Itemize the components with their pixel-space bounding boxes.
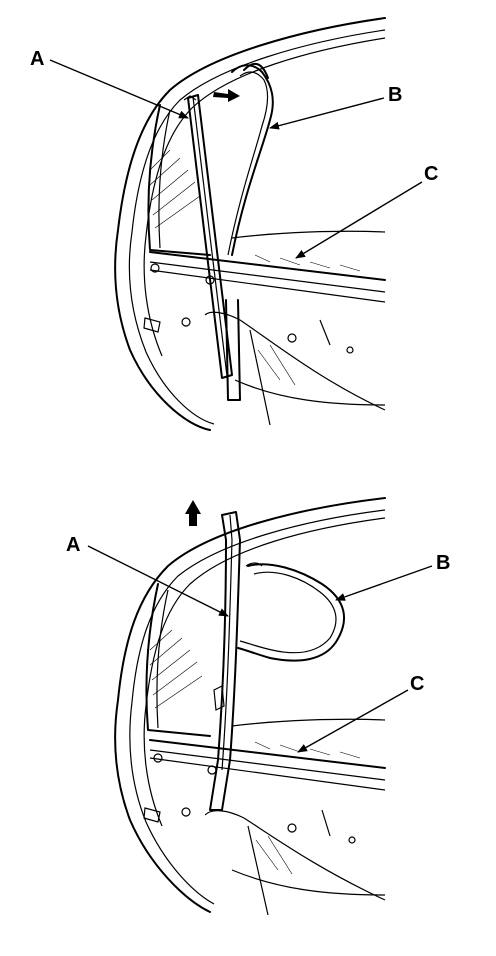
weatherstrip-b xyxy=(227,62,274,256)
pull-arrow-right xyxy=(213,89,240,102)
leader-c-bottom xyxy=(297,689,409,753)
top-figure: A B C xyxy=(30,17,438,431)
callout-a-bottom: A xyxy=(66,534,80,556)
door-inner-panel xyxy=(143,263,386,426)
weatherstrip-b-bottom xyxy=(237,562,345,662)
weatherstrip-a-bottom xyxy=(209,511,241,811)
weatherstrip-a xyxy=(183,94,241,401)
door-inner-panel-bottom xyxy=(143,753,386,916)
leader-a-bottom xyxy=(87,545,229,617)
leader-b-top xyxy=(269,97,385,130)
pull-arrow-up xyxy=(185,500,201,526)
glass-hatching-bottom xyxy=(149,629,203,709)
leader-c-top xyxy=(295,181,423,259)
leader-b-bottom xyxy=(335,565,433,601)
callout-b-bottom: B xyxy=(436,552,450,574)
glass-hatching xyxy=(149,149,201,229)
callout-b-top: B xyxy=(388,84,402,106)
door-belt-bottom xyxy=(149,718,386,791)
door-belt xyxy=(149,230,386,303)
callout-c-bottom: C xyxy=(410,673,424,695)
callout-a-top: A xyxy=(30,48,44,70)
leader-a-top xyxy=(49,59,189,119)
bottom-figure: A B C xyxy=(66,497,450,916)
callout-c-top: C xyxy=(424,163,438,185)
